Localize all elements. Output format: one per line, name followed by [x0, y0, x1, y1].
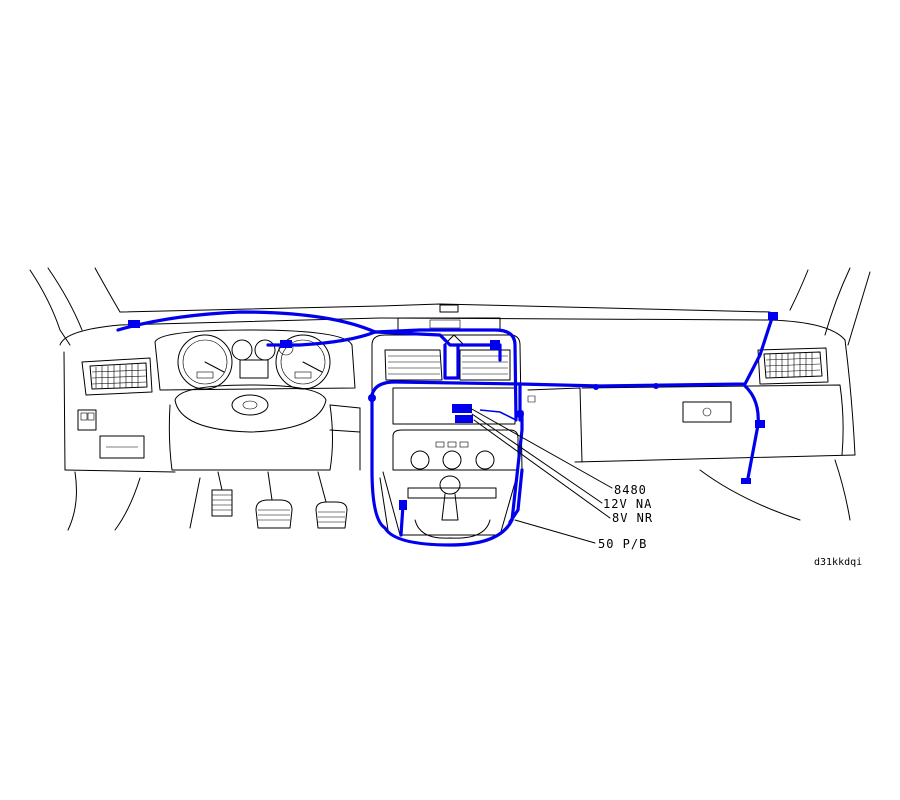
steering-wheel	[168, 384, 361, 471]
dashboard-top	[59, 317, 856, 473]
glovebox	[527, 384, 844, 463]
callout-8480: 8480	[614, 483, 647, 497]
instrument-cluster	[154, 329, 356, 391]
callout-leaders	[469, 407, 613, 544]
windshield-outline	[29, 267, 871, 346]
callout-12v-na: 12V NA	[603, 497, 652, 511]
reference-code: d31kkdqi	[814, 557, 862, 568]
floor-lines	[67, 459, 851, 531]
left-air-vent	[81, 357, 153, 396]
callout-8v-nr: 8V NR	[612, 511, 653, 525]
pedals	[211, 471, 348, 529]
wiring-harness	[116, 310, 778, 547]
right-air-vent	[757, 347, 829, 385]
left-switch-panel	[77, 409, 145, 459]
callout-50-pb: 50 P/B	[598, 537, 647, 551]
